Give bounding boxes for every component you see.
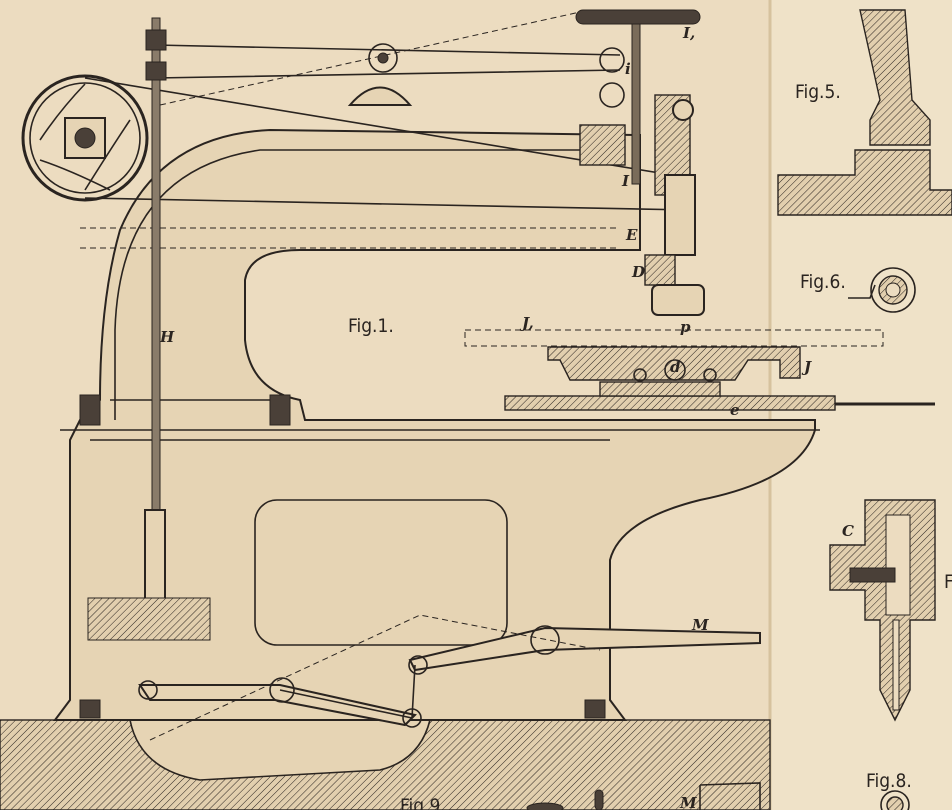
fig8-caption: Fig.8. bbox=[866, 770, 912, 792]
label-M: M bbox=[691, 616, 709, 634]
treadle-linkage bbox=[138, 614, 761, 741]
label-D: D bbox=[631, 263, 645, 281]
fig5-caption: Fig.5. bbox=[795, 81, 841, 103]
fig8-detail bbox=[880, 790, 910, 810]
label-I: I bbox=[621, 172, 630, 190]
fig-partial-caption: F bbox=[944, 571, 952, 593]
label-i: i bbox=[625, 60, 631, 78]
floor-section bbox=[0, 719, 771, 810]
label-M2: M bbox=[679, 794, 697, 810]
fig9-caption: Fig.9 bbox=[400, 795, 440, 810]
rocker-lever bbox=[347, 43, 625, 108]
fig6-detail bbox=[848, 267, 916, 313]
fig9-detail bbox=[526, 782, 761, 810]
label-J1: J, bbox=[519, 314, 534, 332]
work-table bbox=[464, 329, 935, 411]
connecting-rod-H bbox=[87, 17, 211, 641]
label-E: E bbox=[625, 226, 638, 244]
label-e: e bbox=[730, 401, 740, 419]
drive-pulley bbox=[21, 74, 149, 202]
label-p: p bbox=[680, 318, 691, 336]
label-H: H bbox=[159, 328, 175, 346]
fig6-caption: Fig.6. bbox=[800, 271, 846, 293]
label-I1: I, bbox=[682, 24, 695, 42]
label-d: d bbox=[670, 358, 681, 376]
label-C: C bbox=[842, 522, 854, 540]
spindle-head bbox=[575, 9, 705, 316]
label-J: J bbox=[801, 358, 812, 376]
lead-screw-e bbox=[504, 395, 836, 411]
fig1-caption: Fig.1. bbox=[348, 315, 394, 337]
flywheel-weight bbox=[87, 597, 211, 641]
handwheel-I1 bbox=[575, 9, 701, 25]
machine-frame bbox=[53, 128, 820, 721]
frame-window bbox=[254, 499, 508, 646]
fig7-detail bbox=[829, 499, 936, 722]
fig5-detail bbox=[777, 9, 952, 216]
